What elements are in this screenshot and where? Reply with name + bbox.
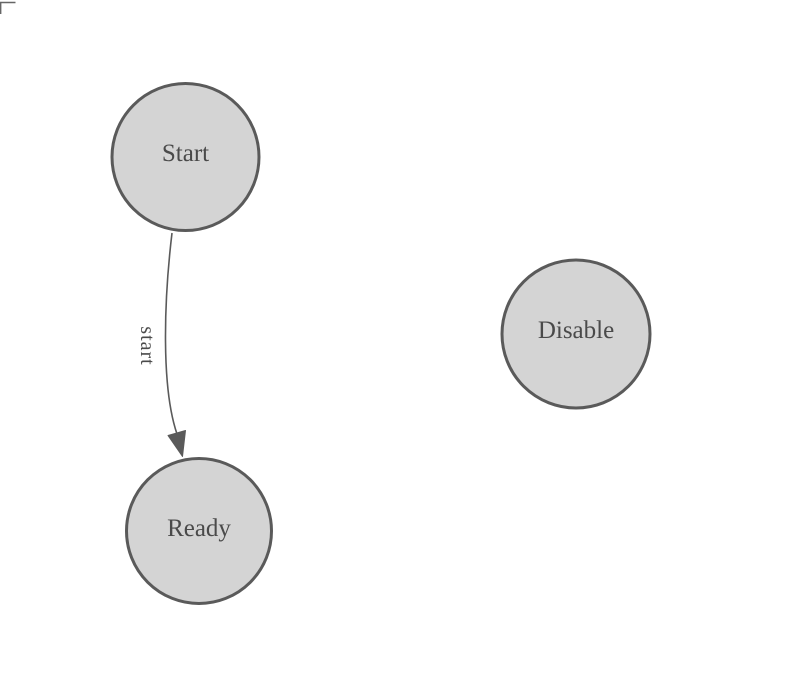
transition-arrowhead-icon [167, 430, 186, 457]
state-node-start-label: Start [162, 140, 209, 167]
state-node-disable-circle[interactable] [500, 258, 652, 410]
state-node-ready-label: Ready [167, 515, 231, 542]
state-node-disable-label: Disable [538, 317, 614, 344]
state-node-start[interactable]: Start [110, 82, 261, 232]
state-node-start-circle[interactable] [110, 82, 261, 232]
canvas-corner-mark [0, 1, 16, 14]
transition-path[interactable] [164, 232, 178, 435]
state-node-ready-circle[interactable] [125, 457, 273, 605]
state-node-disable[interactable]: Disable [500, 258, 652, 410]
state-node-ready[interactable]: Ready [125, 457, 273, 605]
transition-label: start [136, 326, 158, 365]
transition-start-to-ready[interactable]: start [136, 232, 186, 457]
